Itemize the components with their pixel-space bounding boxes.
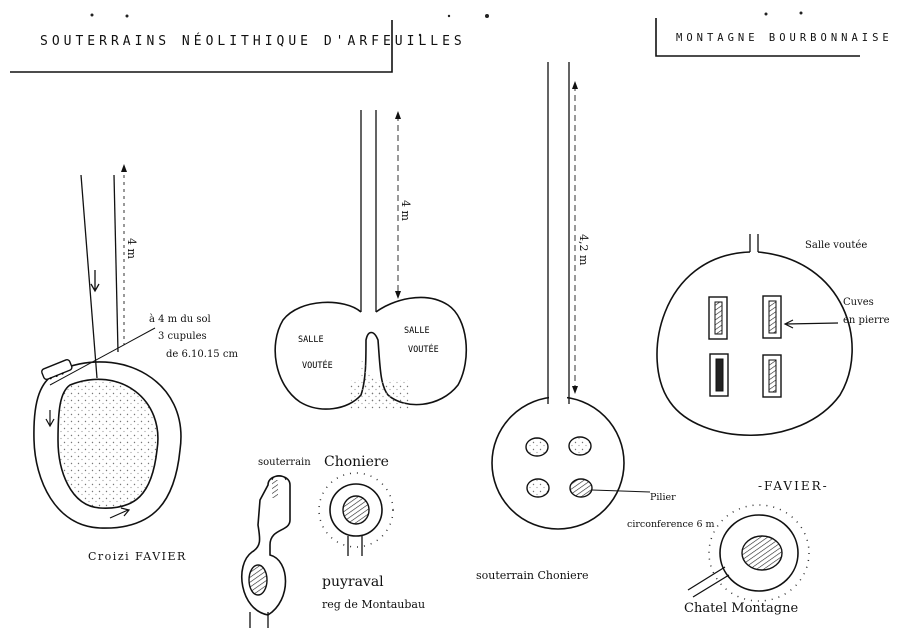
fig4-pilier-label: Pilier (650, 492, 676, 503)
fig3-choniere-small: souterrain Choniere puyraval reg de Mont… (240, 454, 425, 628)
fig5-cuves-label-2: en pierre (843, 315, 890, 326)
fig2-depth-label: 4 m (399, 200, 412, 221)
fig3-title-a: souterrain (258, 457, 311, 468)
fig4-caption: souterrain Choniere (476, 569, 588, 582)
fig6-chatel-montagne: -FAVIER- Chatel Montagne (684, 479, 829, 616)
fig2-label-right-1: SALLE (404, 326, 430, 336)
header-left-box: SOUTERRAINS NÉOLITHIQUE D'ARFEUILLES (10, 20, 466, 73)
fig1-note-cupules: 3 cupules (158, 331, 207, 342)
fig1-note-height: à 4 m du sol (149, 314, 211, 325)
fig5-cuves-label-1: Cuves (843, 297, 874, 308)
fig1-caption: Croizi FAVIER (88, 550, 187, 563)
fig4-circumference-label: circonference 6 m (627, 519, 715, 530)
fig2-double-room: 4 m SALLE VOUTÉE SALLE VOUTÉE (274, 110, 468, 410)
fig1-note-sizes: de 6.10.15 cm (166, 349, 238, 360)
fig3-caption-1: puyraval (322, 574, 384, 590)
fig2-label-right-2: VOUTÉE (408, 343, 439, 355)
stray-marks (90, 11, 803, 37)
fig3-title-b: Choniere (324, 454, 389, 470)
fig5-vaulted-room: Salle voutée Cuves en pierre (656, 234, 890, 436)
fig6-title: -FAVIER- (758, 479, 829, 493)
fig6-caption: Chatel Montagne (684, 601, 798, 616)
fig1-croizi-favier: 4 m • • • à 4 m du sol 3 cupules de 6.10… (33, 164, 238, 563)
header-right-box: MONTAGNE BOURBONNAISE (655, 18, 893, 57)
fig3-caption-2: reg de Montaubau (322, 598, 425, 611)
header-left-title: SOUTERRAINS NÉOLITHIQUE D'ARFEUILLES (40, 33, 466, 49)
fig2-label-left-1: SALLE (298, 335, 324, 345)
fig2-label-left-2: VOUTÉE (302, 359, 333, 371)
fig1-depth-label: 4 m (125, 238, 138, 259)
fig5-label: Salle voutée (805, 240, 867, 251)
fig4-choniere-large: 4,2 m Pilier circonference 6 m souterrai… (476, 62, 715, 582)
header-right-title: MONTAGNE BOURBONNAISE (676, 32, 893, 44)
fig4-depth-label: 4,2 m (577, 234, 590, 266)
